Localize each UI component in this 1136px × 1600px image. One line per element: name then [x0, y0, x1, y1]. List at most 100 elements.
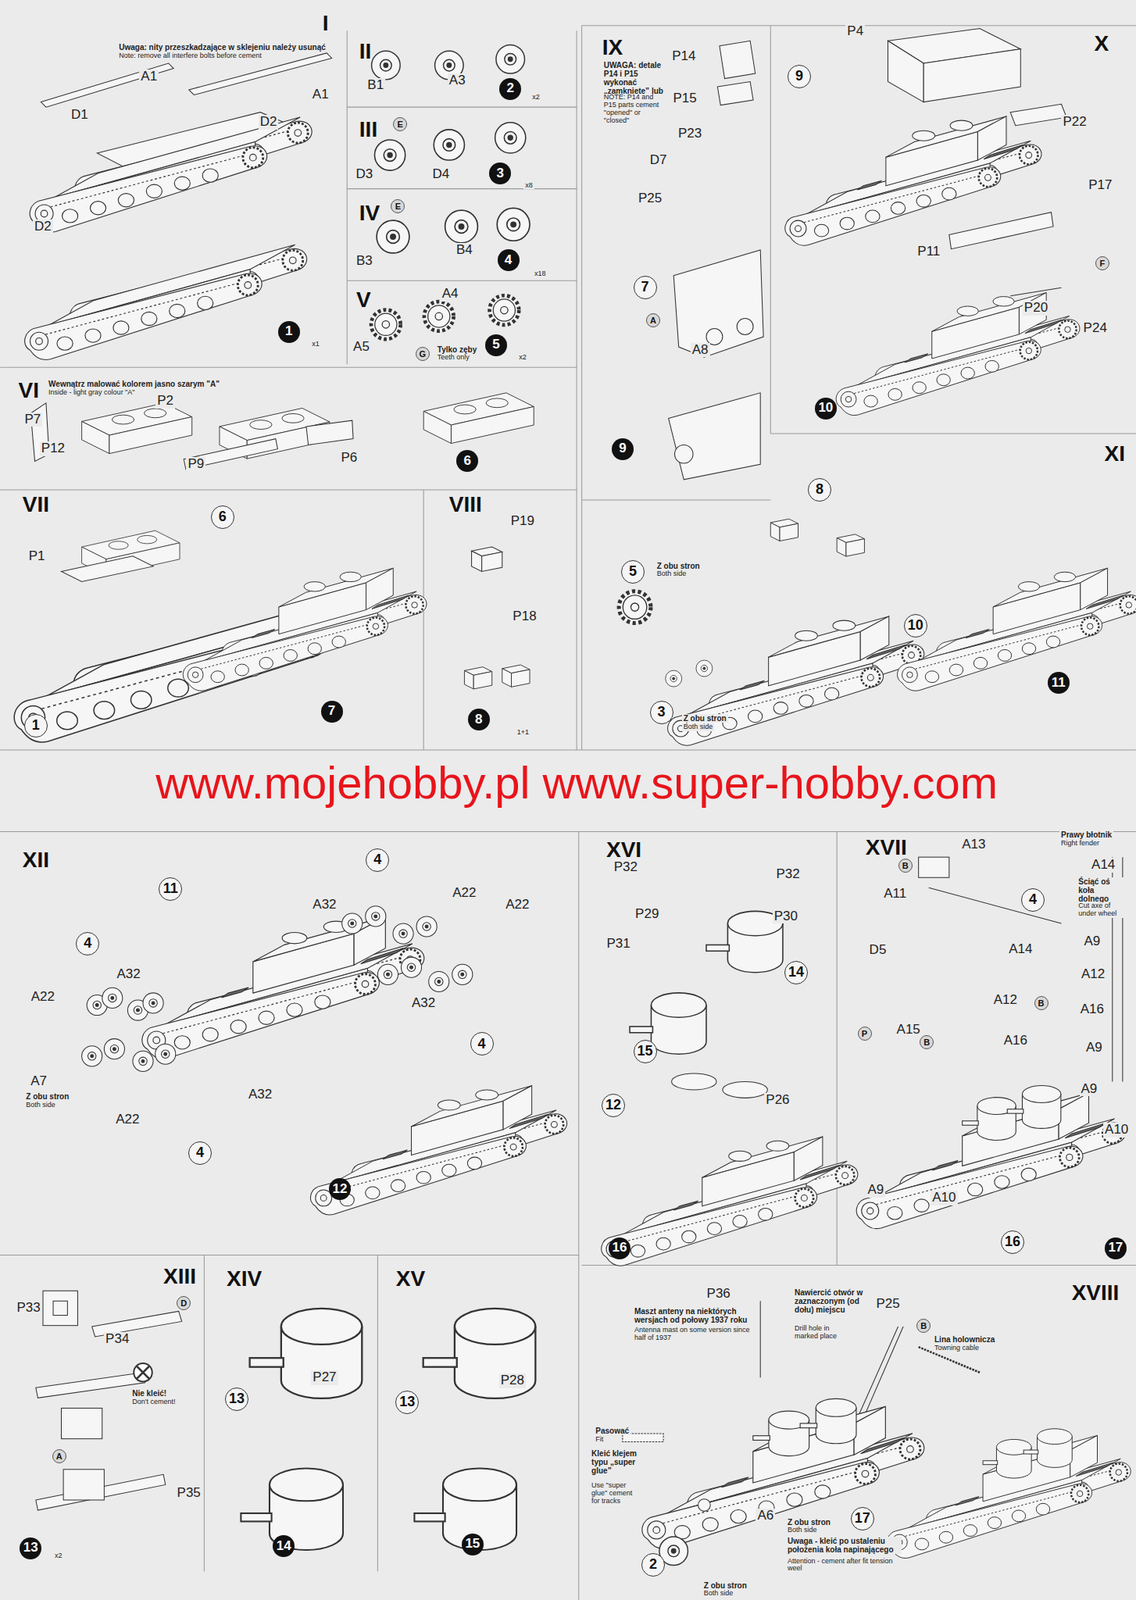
step-number: XIV [226, 1268, 262, 1290]
step-panel: XVI [582, 832, 838, 1266]
sprue-letter: P [857, 1026, 872, 1041]
step-panel: XIV [203, 1255, 378, 1572]
note-translation: Right fender [1059, 839, 1101, 848]
step-12-assembly [82, 906, 568, 1215]
part-label: A9 [1082, 934, 1102, 950]
part-label: P30 [772, 909, 800, 925]
part-label: P24 [1082, 321, 1109, 336]
part-label: P32 [612, 860, 640, 876]
step-16-assembly [601, 910, 858, 1266]
part-label: A4 [440, 286, 461, 302]
step-1-hull [25, 53, 333, 361]
sprue-letter: B [919, 1035, 934, 1050]
part-label: A11 [882, 886, 908, 902]
subassembly-callout: 3 [650, 700, 674, 725]
note-translation: Both side [785, 1526, 819, 1535]
part-label: D5 [868, 943, 889, 958]
step-number: XVIII [1071, 1282, 1120, 1304]
part-label: A6 [755, 1508, 776, 1524]
turret-parts [240, 1308, 536, 1551]
note-translation: Antenna mast on some version since half … [632, 1326, 759, 1343]
part-label: P35 [175, 1486, 203, 1501]
note-translation: x8 [523, 182, 535, 190]
part-label: D1 [69, 107, 90, 123]
step-panel: I [3, 20, 347, 368]
note-text: Nawiercić otwór w zaznaczonym (od dołu) … [793, 1288, 870, 1315]
step-number: XII [22, 849, 50, 872]
part-label: P1 [27, 549, 47, 565]
part-label: A22 [29, 989, 57, 1005]
sprue-letter: B [916, 1318, 931, 1333]
subassembly-callout: 1 [24, 714, 48, 738]
note-text: Z obu stron [24, 1092, 71, 1101]
step-callout: 15 [461, 1533, 484, 1556]
part-label: P19 [509, 514, 536, 529]
part-label: B1 [365, 78, 386, 93]
step-number: XVI [606, 839, 642, 861]
part-label: A10 [930, 1190, 958, 1206]
subassembly-callout: 4 [365, 848, 390, 872]
watermark: www.mojehobby.pl www.super-hobby.com [155, 757, 998, 808]
step-number: III [359, 118, 378, 141]
part-label: P2 [155, 393, 176, 409]
step-callout: 3 [489, 162, 511, 185]
note-translation: x2 [517, 353, 529, 362]
step-callout: 11 [1047, 671, 1070, 694]
subassembly-callout: 14 [784, 960, 808, 985]
step-11-assembly [618, 518, 1136, 746]
step-callout: 9 [611, 438, 634, 461]
step-panel: IV [346, 189, 577, 282]
note-text: Z obu stron [682, 714, 729, 723]
note-text: Uwaga - kleić po ustaleniu położenia koł… [785, 1536, 902, 1554]
part-label: B4 [454, 242, 475, 258]
part-label: A10 [1103, 1122, 1130, 1138]
part-label: A14 [1007, 942, 1034, 958]
step-panel: III [346, 107, 577, 190]
part-label: A9 [1084, 1040, 1104, 1056]
subassembly-callout: 6 [210, 505, 235, 529]
step-number: VIII [449, 493, 483, 516]
note-translation: Drill hole in marked place [793, 1325, 853, 1341]
part-label: P7 [22, 412, 43, 428]
note-translation: Fit [593, 1436, 605, 1444]
note-text: Lina holownicza [932, 1335, 997, 1344]
part-label: P32 [774, 867, 801, 883]
part-label: A32 [410, 996, 437, 1011]
step-callout: 6 [456, 450, 479, 472]
part-label: A22 [503, 897, 531, 913]
subassembly-callout: 4 [470, 1032, 494, 1056]
subassembly-callout: 8 [807, 478, 832, 502]
part-label: A22 [450, 885, 478, 901]
part-label: A15 [895, 1022, 922, 1038]
note-text: Maszt anteny na niektórych wersjach od p… [632, 1307, 759, 1325]
part-label: D2 [258, 114, 279, 130]
step-panel: VIII [423, 489, 577, 751]
note-text: Wewnątrz malować kolorem jasno szarym "A… [46, 379, 222, 389]
note-translation: x1 [310, 340, 322, 349]
part-label: A32 [114, 967, 142, 983]
part-label: A1 [310, 87, 331, 103]
step-number: II [359, 40, 372, 63]
subassembly-callout: 17 [850, 1507, 875, 1531]
part-label: D2 [32, 219, 54, 235]
part-label: A9 [1079, 1082, 1100, 1097]
part-label: P15 [671, 91, 698, 107]
step-callout: 10 [814, 397, 837, 420]
sprue-letter: D [176, 1296, 191, 1311]
part-label: P31 [605, 936, 633, 952]
step-number: XV [396, 1268, 426, 1290]
step-number: IV [359, 202, 380, 225]
note-text: Z obu stron [702, 1581, 749, 1590]
step-callout: 4 [497, 249, 520, 272]
step-panel: X [770, 25, 1132, 435]
step-number: IX [602, 36, 623, 59]
sprue-letter: B [898, 858, 913, 873]
note-translation: x2 [53, 1552, 65, 1561]
note-text: Z obu stron [655, 561, 702, 571]
part-label: A32 [246, 1087, 274, 1103]
subassembly-callout: 13 [225, 1387, 249, 1412]
note-translation: Both side [655, 570, 689, 579]
part-label: P29 [633, 907, 661, 922]
part-label: P36 [705, 1286, 733, 1302]
